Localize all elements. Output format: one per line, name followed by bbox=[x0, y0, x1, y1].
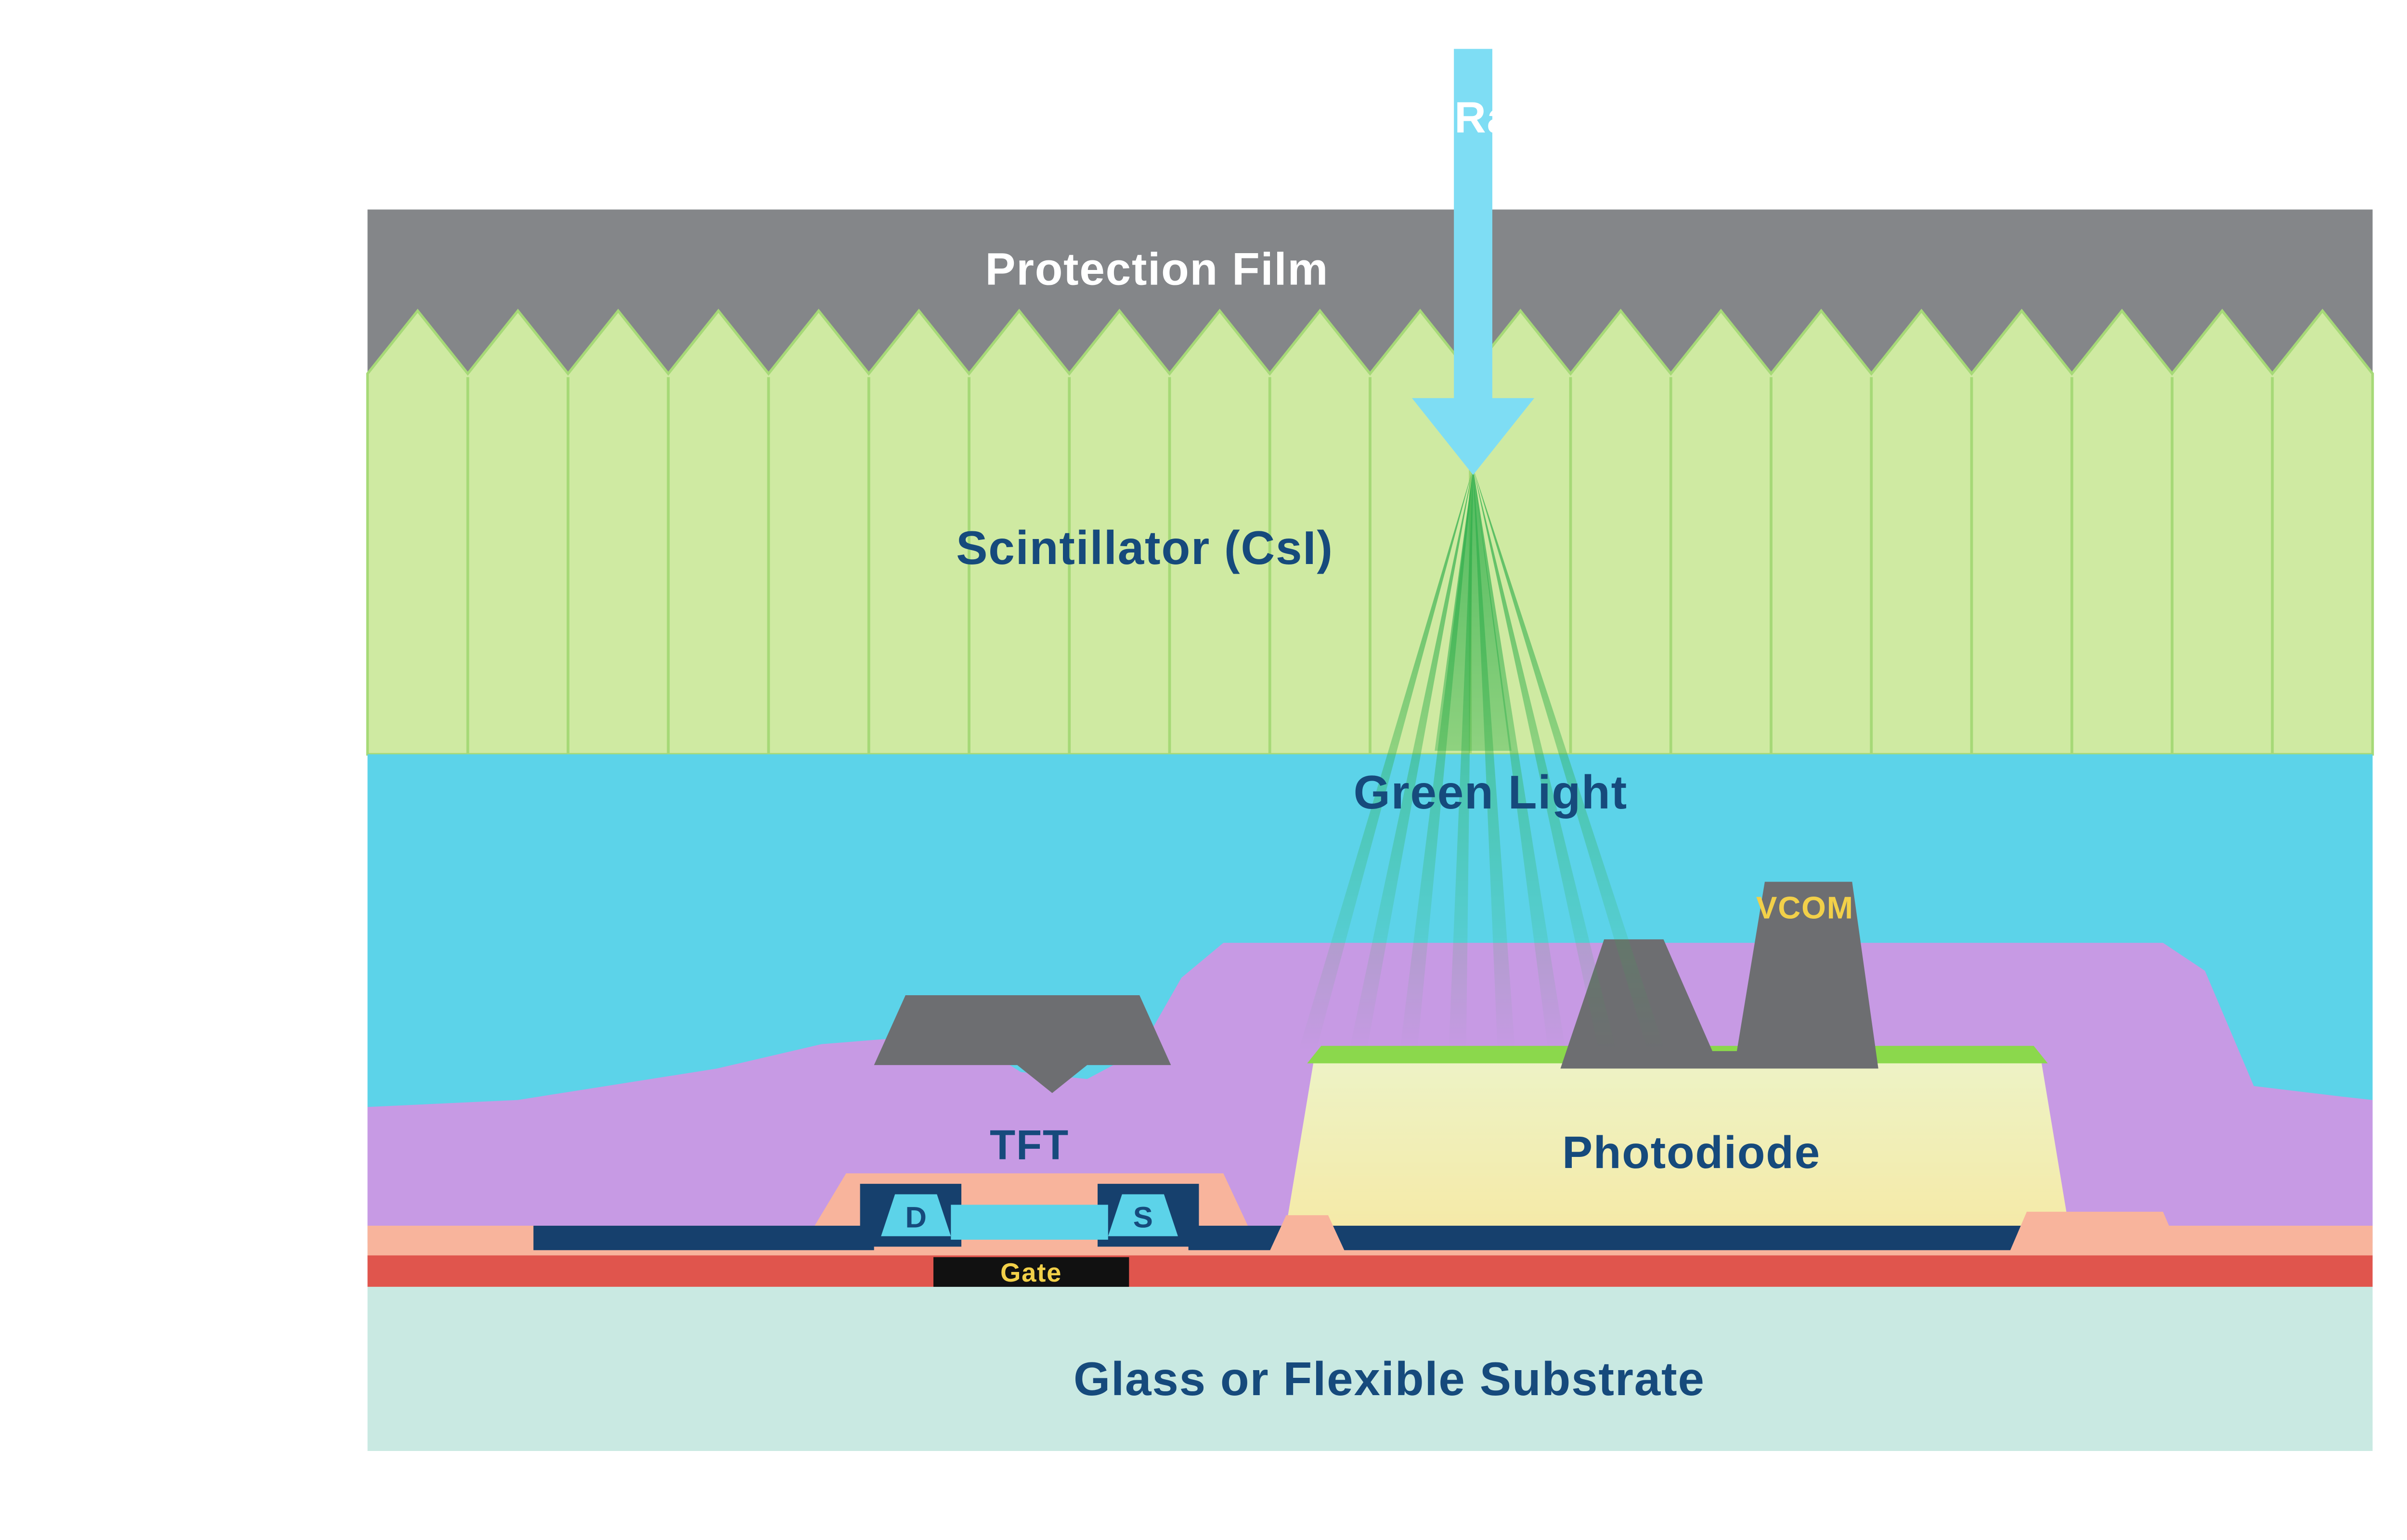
metal-line-left bbox=[533, 1225, 874, 1250]
photodiode-body bbox=[1286, 1058, 2069, 1226]
label-green-light: Green Light bbox=[1354, 766, 1628, 819]
xray-arrow-head bbox=[1412, 398, 1535, 475]
scintillator-columns bbox=[466, 377, 2274, 755]
label-protection-film: Protection Film bbox=[985, 244, 1329, 294]
label-gate: Gate bbox=[1000, 1258, 1062, 1287]
label-drain: D bbox=[905, 1201, 927, 1234]
pixel-electrode-left bbox=[874, 995, 1171, 1093]
photodiode-left-contact-bump bbox=[1265, 1215, 1349, 1261]
protection-film-layer bbox=[367, 209, 2373, 374]
tft-channel bbox=[951, 1205, 1108, 1240]
label-source: S bbox=[1133, 1201, 1153, 1234]
label-tft: TFT bbox=[990, 1122, 1069, 1168]
xray-arrow-shaft bbox=[1454, 49, 1492, 405]
gate-line-layer bbox=[367, 1255, 2373, 1287]
label-scintillator: Scintillator (CsI) bbox=[956, 521, 1333, 574]
tft-drain-pad bbox=[881, 1194, 951, 1236]
metal-right-contact-step bbox=[2006, 1211, 2184, 1261]
substrate-layer bbox=[367, 1286, 2373, 1451]
tft-source-pad bbox=[1108, 1194, 1178, 1236]
gate-electrode bbox=[933, 1257, 1129, 1289]
green-light-cone bbox=[1435, 468, 1512, 751]
label-photodiode: Photodiode bbox=[1562, 1127, 1821, 1178]
label-substrate: Glass or Flexible Substrate bbox=[1074, 1352, 1705, 1405]
label-vcom: VCOM bbox=[1756, 890, 1854, 925]
label-x-ray: X-Ray bbox=[1409, 94, 1537, 142]
